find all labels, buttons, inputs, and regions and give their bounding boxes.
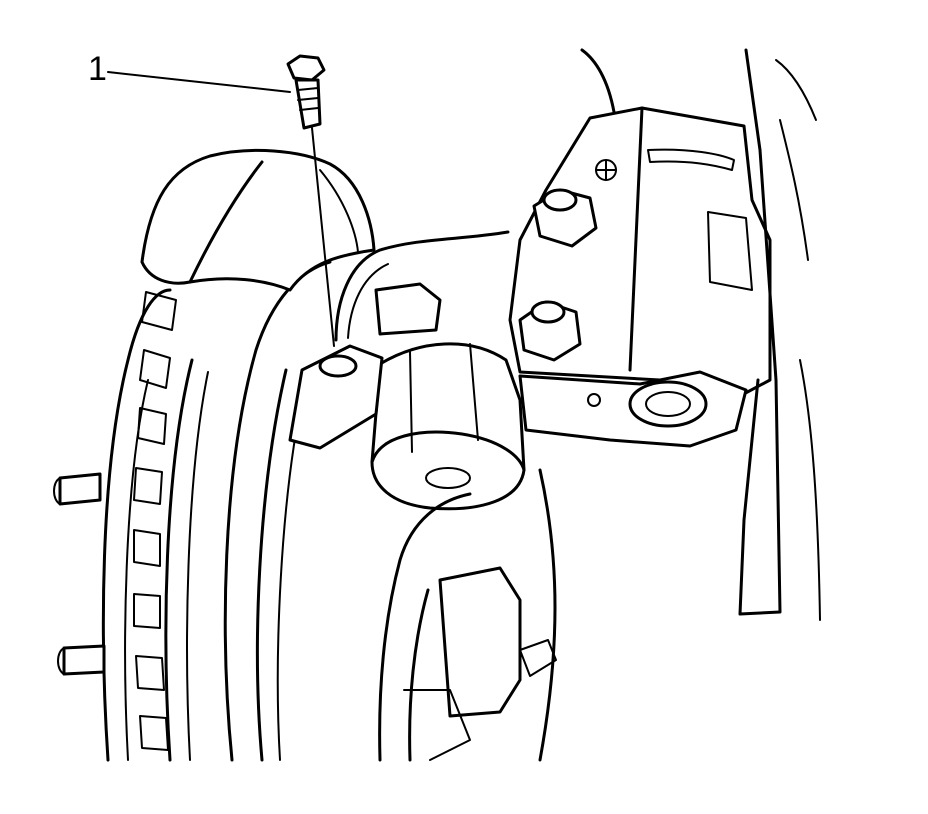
brake-rotor	[101, 260, 332, 762]
sensor-bracket	[288, 230, 510, 450]
frame-rail	[580, 48, 821, 621]
steering-knuckle	[378, 468, 557, 762]
wheel-studs	[53, 472, 106, 676]
isolator-block	[370, 342, 526, 511]
callout-leader-line	[107, 71, 291, 93]
bolt	[286, 54, 335, 347]
control-arm	[518, 370, 748, 448]
callout-label-1: 1	[88, 50, 107, 88]
rotor-vents	[133, 291, 177, 751]
mounting-nuts	[518, 188, 598, 362]
splash-shield	[140, 149, 376, 292]
